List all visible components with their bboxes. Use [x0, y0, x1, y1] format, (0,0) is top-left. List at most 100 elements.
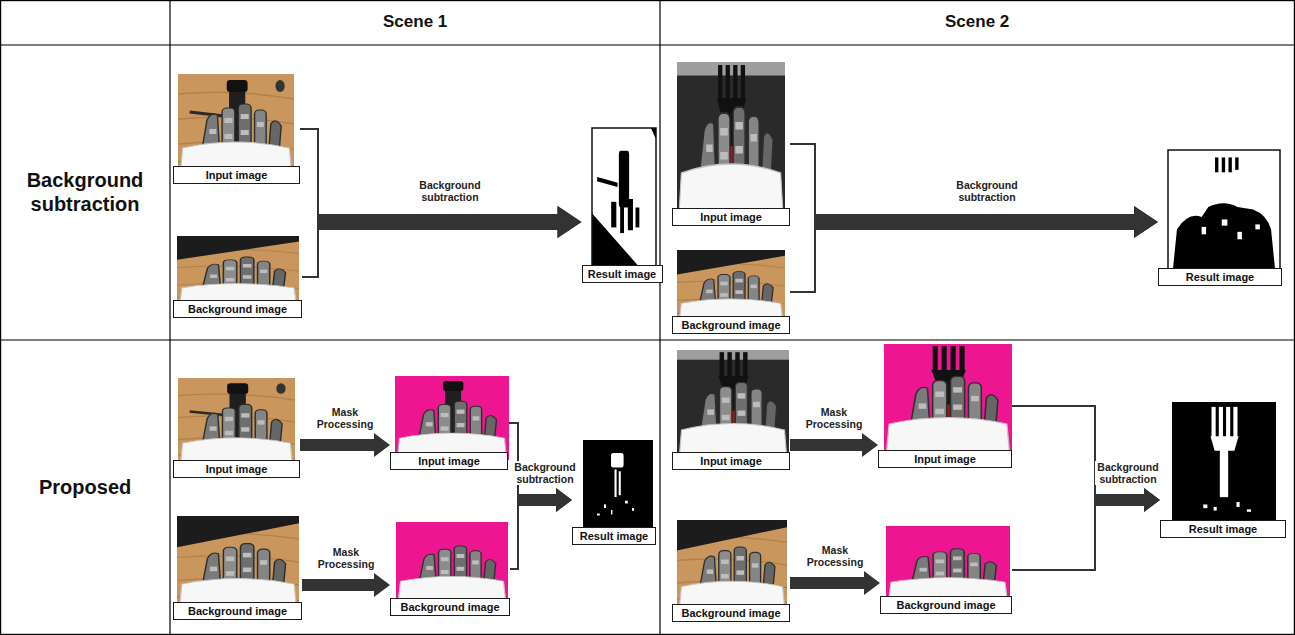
- merge-line: [1012, 406, 1095, 500]
- flow-arrow: [1012, 406, 1160, 512]
- image-node: Input image: [173, 74, 300, 184]
- caption-text: Background image: [681, 607, 780, 620]
- thick-arrow: [815, 206, 1158, 238]
- flow-arrow: [302, 206, 582, 277]
- arrow-label: Mask Processing: [802, 406, 866, 430]
- scene-photo: [677, 350, 789, 458]
- caption-text: Result image: [588, 268, 656, 281]
- flow-arrow: [302, 573, 390, 597]
- thick-arrow: [318, 206, 582, 238]
- merge-line: [300, 129, 318, 222]
- caption-box: Background image: [390, 598, 510, 616]
- thick-arrow: [790, 571, 880, 595]
- table-header: Background subtraction: [10, 168, 160, 216]
- caption-text: Input image: [914, 453, 976, 466]
- flow-arrow: [790, 206, 1158, 292]
- arrow-label: Background subtraction: [512, 461, 578, 485]
- image-node: Background image: [672, 250, 790, 334]
- arrow-label: Mask Processing: [313, 406, 377, 430]
- result-mask: [1172, 402, 1276, 524]
- caption-box: Background image: [173, 300, 302, 318]
- image-node: Input image: [672, 350, 790, 470]
- caption-box: Result image: [1158, 268, 1282, 286]
- masked-photo: [396, 522, 508, 602]
- arrow-label: Mask Processing: [803, 544, 867, 568]
- thick-arrow: [300, 433, 390, 457]
- thick-arrow: [302, 573, 390, 597]
- image-node: Result image: [582, 128, 663, 283]
- table-header: Scene 2: [945, 12, 1009, 32]
- image-node: Background image: [880, 526, 1012, 614]
- merge-line: [1012, 500, 1095, 570]
- caption-text: Background image: [188, 605, 287, 618]
- merge-line: [790, 144, 815, 222]
- image-node: Background image: [390, 522, 510, 616]
- caption-box: Result image: [1160, 520, 1286, 538]
- caption-box: Input image: [672, 208, 790, 226]
- masked-photo: [886, 526, 1010, 602]
- scene-photo: [677, 62, 785, 212]
- image-node: Result image: [1160, 402, 1286, 538]
- thumb-border: [1168, 150, 1280, 274]
- caption-box: Input image: [173, 460, 300, 478]
- image-node: Result image: [572, 440, 656, 545]
- image-node: Input image: [672, 62, 790, 226]
- caption-text: Input image: [700, 211, 762, 224]
- image-node: Result image: [1158, 150, 1282, 286]
- thumbnails: [177, 62, 1280, 610]
- caption-box: Input image: [878, 450, 1012, 468]
- thick-arrow: [815, 206, 1158, 238]
- arrow-label: Background subtraction: [947, 179, 1027, 203]
- caption-text: Input image: [206, 169, 268, 182]
- scene-photo: [677, 250, 785, 322]
- masked-photo: [395, 376, 509, 460]
- caption-text: Result image: [1189, 523, 1257, 536]
- merge-line: [790, 222, 815, 292]
- arrow-label: Background subtraction: [1095, 461, 1161, 485]
- caption-text: Background image: [188, 303, 287, 316]
- result-mask: [1168, 150, 1280, 274]
- flow-arrow: [790, 144, 1158, 238]
- caption-box: Background image: [173, 602, 302, 620]
- caption-text: Background image: [400, 601, 499, 614]
- caption-box: Input image: [390, 452, 508, 470]
- caption-text: Input image: [206, 463, 268, 476]
- image-node: Input image: [390, 376, 509, 470]
- caption-text: Background image: [681, 319, 780, 332]
- caption-text: Input image: [700, 455, 762, 468]
- thick-arrow: [318, 206, 582, 238]
- caption-box: Input image: [173, 166, 300, 184]
- caption-text: Result image: [580, 530, 648, 543]
- flow-arrow: [300, 433, 390, 457]
- caption-box: Input image: [672, 452, 790, 470]
- scene-photo: [178, 74, 294, 174]
- table-header: Proposed: [39, 475, 131, 499]
- caption-text: Result image: [1186, 271, 1254, 284]
- thick-arrow: [790, 433, 878, 457]
- caption-text: Input image: [418, 455, 480, 468]
- flow-arrow: [510, 488, 572, 569]
- image-node: Background image: [173, 236, 302, 318]
- flow-arrow: [790, 433, 878, 457]
- scene-photo: [177, 236, 299, 306]
- thick-arrow: [518, 488, 572, 512]
- scene-photo: [177, 516, 299, 608]
- arrow-label: Mask Processing: [314, 546, 378, 570]
- thick-arrow: [1095, 488, 1160, 512]
- image-node: Background image: [173, 516, 302, 620]
- result-mask: [583, 440, 653, 532]
- image-node: Input image: [878, 344, 1012, 468]
- caption-box: Result image: [582, 265, 663, 283]
- flow-arrow: [300, 129, 582, 238]
- scene-photo: [178, 378, 295, 466]
- thumb-border: [592, 128, 656, 270]
- scene-photo: [677, 520, 787, 610]
- flow-arrow: [790, 571, 880, 595]
- result-mask: [592, 128, 656, 270]
- merge-line: [302, 222, 318, 277]
- caption-text: Background image: [896, 599, 995, 612]
- caption-box: Background image: [672, 316, 790, 334]
- arrow-label: Background subtraction: [410, 179, 490, 203]
